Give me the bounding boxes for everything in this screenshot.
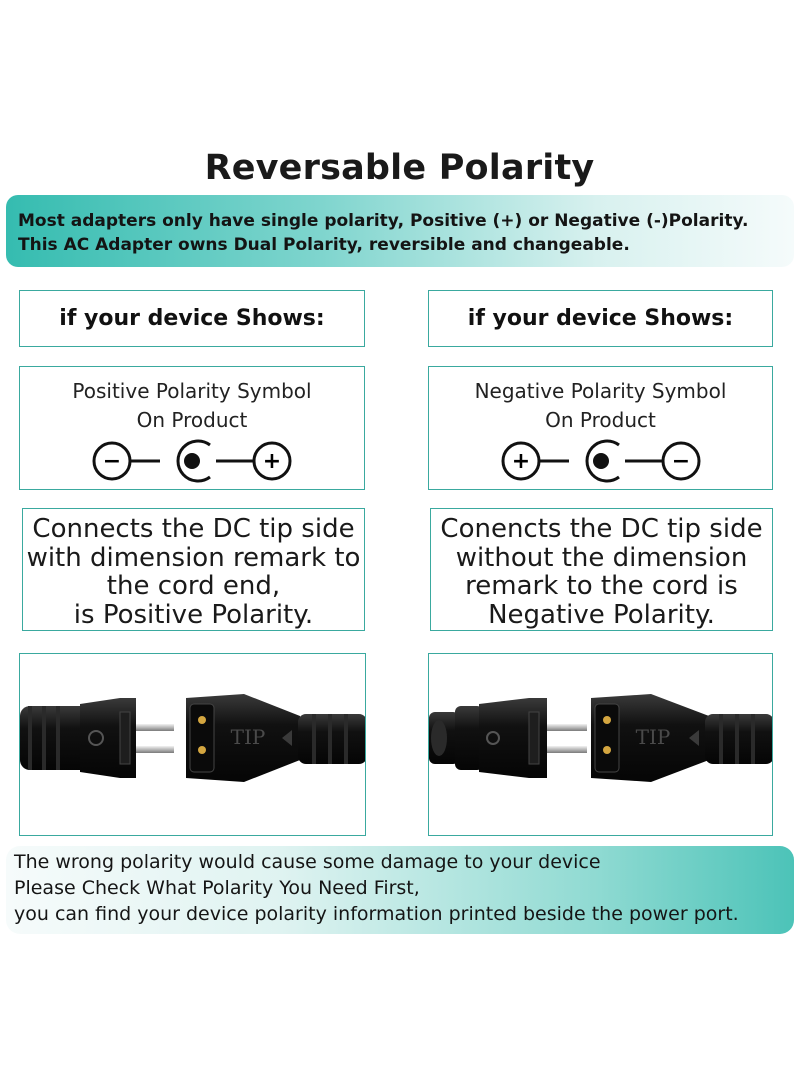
right-desc-line: Negative Polarity. <box>488 599 715 630</box>
left-outer-plus-circle <box>252 441 292 481</box>
connector-plug-reversed-icon: TIP <box>429 694 772 782</box>
right-header: if your device Shows: <box>467 306 734 331</box>
right-outer-plus-circle <box>501 441 540 481</box>
right-outer-left-sign: + <box>511 449 529 474</box>
left-description-box: Connects the DC tip side with dimension … <box>22 508 365 631</box>
warning-text: The wrong polarity would cause some dama… <box>14 849 794 927</box>
left-symbol-line-1: Positive Polarity Symbol <box>72 379 312 403</box>
left-desc-line: is Positive Polarity. <box>73 599 314 630</box>
left-header: if your device Shows: <box>59 306 325 331</box>
negative-polarity-symbol-icon: + − <box>501 439 700 483</box>
connector-plug-icon: TIP <box>20 694 365 782</box>
right-outer-right-sign: − <box>671 449 689 474</box>
left-desc-line: with dimension remark to <box>26 542 361 573</box>
right-symbol-box: Negative Polarity Symbol On Product + − <box>428 366 773 490</box>
right-tip-label: TIP <box>636 725 671 749</box>
right-description: Conencts the DC tip side without the dim… <box>431 509 772 629</box>
left-desc-line: the cord end, <box>106 571 281 601</box>
right-description-box: Conencts the DC tip side without the dim… <box>430 508 773 631</box>
left-outer-left-sign: − <box>103 449 121 474</box>
right-symbol-line-1: Negative Polarity Symbol <box>474 379 727 403</box>
right-connector-image: TIP <box>428 653 773 836</box>
warning-line-2: Please Check What Polarity You Need Firs… <box>14 877 420 899</box>
left-desc-line: Connects the DC tip side <box>32 514 355 544</box>
left-symbol-line-2: On Product <box>136 408 248 432</box>
warning-banner <box>6 846 794 934</box>
left-symbol-box: Positive Polarity Symbol On Product − + <box>19 366 365 490</box>
left-outer-minus-circle <box>92 441 132 481</box>
positive-polarity-symbol-icon: − + <box>92 439 292 483</box>
right-symbol-caption: Negative Polarity Symbol On Product <box>429 367 772 435</box>
right-desc-line: without the dimension <box>455 542 748 573</box>
left-description: Connects the DC tip side with dimension … <box>23 509 364 629</box>
intro-line-1: Most adapters only have single polarity,… <box>18 211 749 231</box>
left-connector-image: TIP <box>19 653 366 836</box>
right-outer-minus-circle <box>661 441 700 481</box>
left-header-box: if your device Shows: <box>19 290 365 347</box>
right-desc-line: remark to the cord is <box>465 571 738 601</box>
left-tip-label: TIP <box>231 725 266 749</box>
intro-banner <box>6 195 794 267</box>
intro-banner-text: Most adapters only have single polarity,… <box>18 209 788 257</box>
warning-line-3: you can find your device polarity inform… <box>14 903 739 925</box>
left-outer-right-sign: + <box>263 449 281 474</box>
right-header-box: if your device Shows: <box>428 290 773 347</box>
intro-line-2: This AC Adapter owns Dual Polarity, reve… <box>18 235 630 255</box>
warning-line-1: The wrong polarity would cause some dama… <box>14 851 601 873</box>
page-title: Reversable Polarity <box>204 148 595 188</box>
left-symbol-caption: Positive Polarity Symbol On Product <box>20 367 364 435</box>
right-desc-line: Conencts the DC tip side <box>440 514 763 544</box>
right-symbol-line-2: On Product <box>545 408 656 432</box>
